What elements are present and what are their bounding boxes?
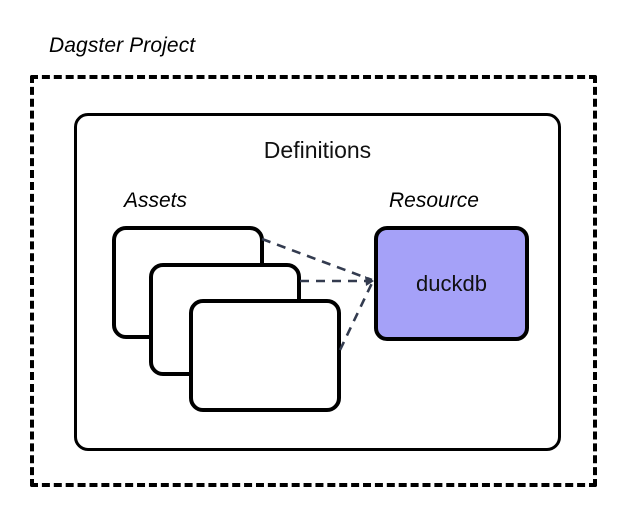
- resource-label: Resource: [389, 189, 479, 212]
- definitions-label: Definitions: [263, 137, 372, 163]
- assets-label: Assets: [124, 189, 188, 212]
- project-boundary: [30, 75, 597, 487]
- page-title: Dagster Project: [49, 34, 196, 57]
- asset-card[interactable]: [189, 299, 341, 412]
- resource-node-label: duckdb: [416, 270, 487, 296]
- resource-node-duckdb[interactable]: duckdb: [374, 226, 529, 341]
